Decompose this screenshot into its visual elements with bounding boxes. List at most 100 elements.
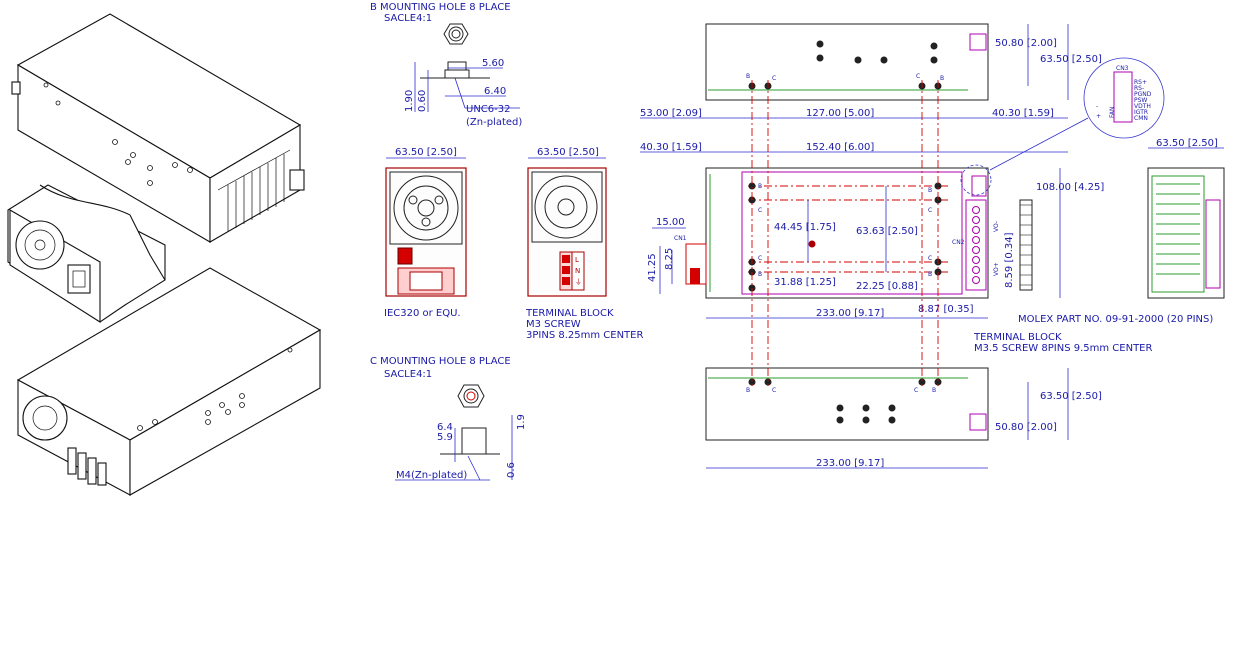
hex-nut-b-icon xyxy=(443,23,469,45)
top-dim-inner: 50.80 [2.00] xyxy=(995,38,1057,49)
main-dim-total-height: 108.00 [4.25] xyxy=(1036,182,1104,193)
power-switch-icon xyxy=(397,247,413,265)
main-dim-6363: 63.63 [2.50] xyxy=(856,226,918,237)
drawing-label: B xyxy=(746,387,750,394)
cn3-detail: CN3 FAN - + RS+ RS- PGND PSW VDTH IGTR C… xyxy=(989,57,1165,171)
pin-gnd: ⏚ xyxy=(575,278,582,286)
main-dim-total-length: 233.00 [9.17] xyxy=(816,308,884,319)
isometric-terminal-view xyxy=(16,267,322,496)
cn2-label: CN2 xyxy=(952,239,965,246)
drawing-label: RS- xyxy=(1134,85,1144,92)
tb-caption-1: TERMINAL BLOCK xyxy=(973,332,1062,343)
drawing-label: B xyxy=(940,75,944,82)
main-dim-4125: 41.25 xyxy=(647,253,658,282)
main-dim-1500: 15.00 xyxy=(656,217,685,228)
top-dim-right: 40.30 [1.59] xyxy=(992,108,1054,119)
drawing-label: C xyxy=(916,73,920,80)
end-left-caption: IEC320 or EQU. xyxy=(384,308,461,319)
side-view: 63.50 [2.50] xyxy=(1147,138,1225,299)
molex-part: MOLEX PART NO. 09-91-2000 (20 PINS) xyxy=(1018,314,1213,325)
dim-b-560: 5.60 xyxy=(482,58,504,69)
main-dim-887: 8.87 [0.35] xyxy=(918,304,974,315)
end-right-caption-3: 3PINS 8.25mm CENTER xyxy=(526,330,643,341)
dim-c-59: 5.9 xyxy=(437,432,453,443)
iec-socket-icon xyxy=(409,271,443,291)
isometric-top-view xyxy=(11,13,305,243)
drawing-label: PSW xyxy=(1134,97,1147,104)
bottom-dim-total-length: 233.00 [9.17] xyxy=(816,458,884,469)
cn1-label: CN1 xyxy=(674,235,687,242)
thread-c: M4(Zn-plated) xyxy=(396,470,467,481)
vo-minus-label: VO- xyxy=(993,221,1000,232)
end-right-caption-2: M3 SCREW xyxy=(526,319,581,330)
cn3-label: CN3 xyxy=(1116,65,1129,72)
mounting-hole-c-detail: C MOUNTING HOLE 8 PLACE SACLE4:1 6.4 5.9… xyxy=(370,356,527,481)
drawing-label: B xyxy=(758,183,762,190)
drawing-label: B xyxy=(746,73,750,80)
main-dim-2225: 22.25 [0.88] xyxy=(856,281,918,292)
drawing-label: C xyxy=(758,255,762,262)
dim-c-64: 6.4 xyxy=(437,422,453,433)
drawing-label: - xyxy=(1096,103,1098,110)
bottom-dim-inner: 50.80 [2.00] xyxy=(995,422,1057,433)
mounting-c-title: C MOUNTING HOLE 8 PLACE xyxy=(370,356,511,367)
top-dim-left: 53.00 [2.09] xyxy=(640,108,702,119)
drawing-label: IGTR xyxy=(1134,109,1148,116)
mounting-b-title: B MOUNTING HOLE 8 PLACE xyxy=(370,2,511,13)
main-dim-3188: 31.88 [1.25] xyxy=(774,277,836,288)
end-right-width: 63.50 [2.50] xyxy=(537,147,599,158)
drawing-label: C xyxy=(772,387,776,394)
drawing-label: B xyxy=(758,271,762,278)
drawing-label: + xyxy=(1096,113,1101,120)
drawing-label: RS+ xyxy=(1134,79,1147,86)
dim-b-640: 6.40 xyxy=(484,86,506,97)
fan-icon xyxy=(393,175,459,241)
vo-plus-label: VO+ xyxy=(993,262,1000,276)
main-dim-4445: 44.45 [1.75] xyxy=(774,222,836,233)
end-left-width: 63.50 [2.50] xyxy=(395,147,457,158)
thread-b: UNC6-32 xyxy=(466,104,510,115)
top-dim-outer: 63.50 [2.50] xyxy=(1040,54,1102,65)
terminal-pins: L N ⏚ xyxy=(562,255,582,286)
isometric-fan-view xyxy=(7,184,166,323)
main-dim-left: 40.30 [1.59] xyxy=(640,142,702,153)
dim-b-060: 0.60 xyxy=(417,90,428,112)
projection-centerlines xyxy=(751,80,939,386)
bottom-dim-outer: 63.50 [2.50] xyxy=(1040,391,1102,402)
plating-b: (Zn-plated) xyxy=(466,117,522,128)
fan-label: FAN xyxy=(1109,107,1116,119)
end-right-caption-1: TERMINAL BLOCK xyxy=(525,308,614,319)
hex-nut-c-icon xyxy=(457,384,485,408)
dim-c-19: 1.9 xyxy=(516,414,527,430)
mounting-c-scale: SACLE4:1 xyxy=(384,369,432,380)
drawing-label: C xyxy=(758,207,762,214)
drawing-label: C xyxy=(928,207,932,214)
drawing-label: C xyxy=(928,255,932,262)
drawing-label: C xyxy=(914,387,918,394)
drawing-label: PGND xyxy=(1134,91,1152,98)
bottom-view: B C C B 63.50 [2.50] 50.80 [2.00] 233.00… xyxy=(705,367,1102,469)
tb-caption-2: M3.5 SCREW 8PINS 9.5mm CENTER xyxy=(974,343,1152,354)
dim-c-06: 0.6 xyxy=(506,462,517,478)
drawing-label: B xyxy=(928,271,932,278)
pin-n: N xyxy=(575,267,580,275)
drawing-label: B xyxy=(928,187,932,194)
drawing-label: C xyxy=(772,75,776,82)
mounting-hole-b-detail: B MOUNTING HOLE 8 PLACE SACLE4:1 5.60 6.… xyxy=(370,2,522,128)
mounting-b-scale: SACLE4:1 xyxy=(384,13,432,24)
main-dim-825: 8.25 xyxy=(664,248,675,270)
side-width: 63.50 [2.50] xyxy=(1156,138,1218,149)
dim-b-190: 1.90 xyxy=(404,90,415,112)
end-view-iec: 63.50 [2.50] IEC320 or EQU. xyxy=(384,147,467,319)
drawing-label: CMN xyxy=(1134,115,1148,122)
end-view-terminal: 63.50 [2.50] L N ⏚ TERMINAL BLOCK M3 SCR… xyxy=(525,147,643,341)
top-dim-span: 127.00 [5.00] xyxy=(806,108,874,119)
main-view: 40.30 [1.59] 152.40 [6.00] B C B C C B C… xyxy=(640,142,1213,354)
drawing-label: B xyxy=(932,387,936,394)
main-dim-span: 152.40 [6.00] xyxy=(806,142,874,153)
main-dim-859: 8.59 [0.34] xyxy=(1004,232,1015,288)
pin-l: L xyxy=(575,256,579,264)
top-view: B C C B 50.80 [2.00] 63.50 [2.50] 53.00 … xyxy=(640,23,1102,119)
drawing-label: VDTH xyxy=(1134,103,1151,110)
